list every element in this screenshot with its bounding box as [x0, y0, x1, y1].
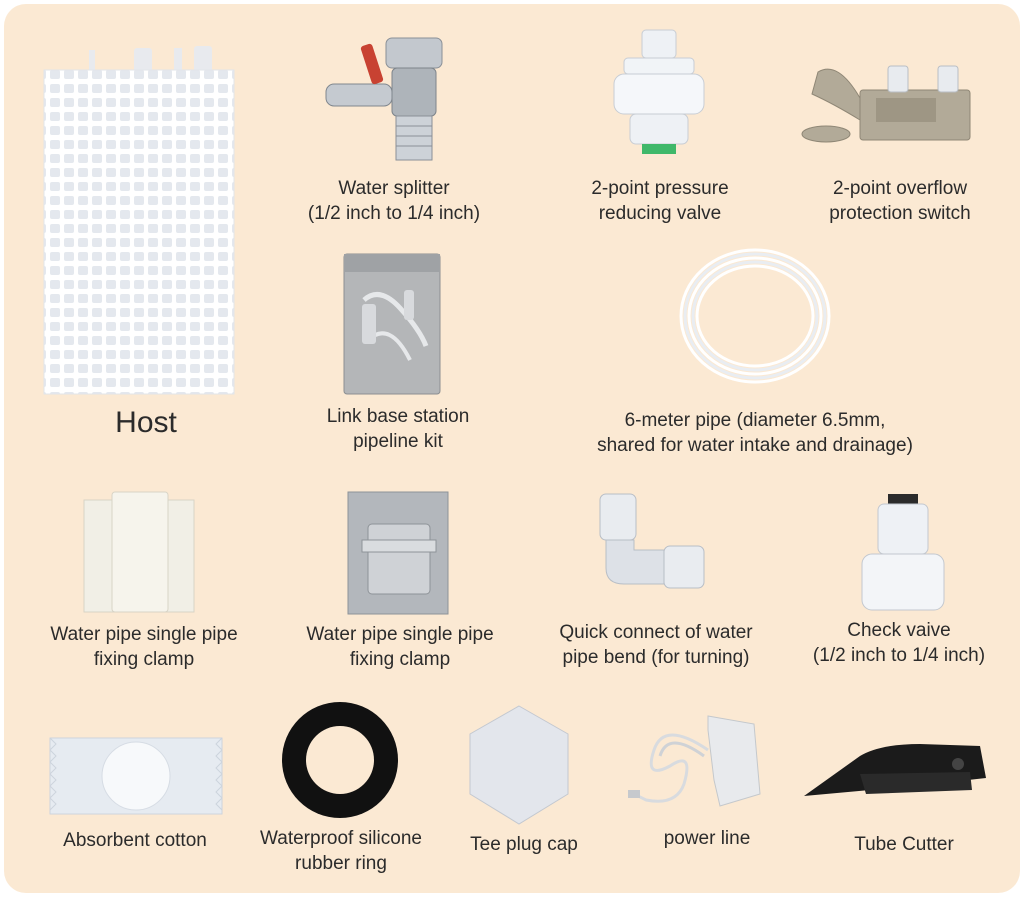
silicone-ring-image	[282, 702, 398, 818]
silicone-ring-label: Waterproof silicone rubber ring	[260, 828, 422, 874]
link-kit-image	[343, 253, 441, 395]
pipe-bend-image	[599, 493, 705, 589]
pipe-bend-label: Quick connect of water pipe bend (for tu…	[559, 622, 753, 668]
clamp-1-image	[83, 491, 195, 613]
check-valve-label: Check vaive (1/2 inch to 1/4 inch)	[812, 620, 986, 666]
absorbent-cotton-image	[49, 737, 223, 815]
pressure-valve-image	[613, 29, 705, 154]
check-valve-image	[861, 494, 945, 611]
accessories-panel: Host Water splitter (1/2 inch to 1/4 inc…	[4, 4, 1020, 893]
water-splitter-image	[325, 37, 443, 161]
water-splitter-label: Water splitter (1/2 inch to 1/4 inch)	[307, 178, 481, 224]
pipe-6m-label: 6-meter pipe (diameter 6.5mm, shared for…	[597, 410, 913, 456]
power-line-label: power line	[663, 828, 751, 849]
overflow-switch-label: 2-point overflow protection switch	[829, 178, 971, 224]
tube-cutter-image	[804, 744, 986, 796]
power-line-image	[628, 715, 761, 807]
clamp-1-label: Water pipe single pipe fixing clamp	[50, 624, 238, 670]
absorbent-cotton-label: Absorbent cotton	[63, 830, 207, 851]
link-kit-label: Link base station pipeline kit	[326, 406, 470, 452]
clamp-2-image	[347, 491, 449, 615]
tube-cutter-label: Tube Cutter	[854, 834, 954, 855]
overflow-switch-image	[801, 65, 971, 143]
tee-plug-cap-label: Tee plug cap	[470, 834, 578, 855]
host-label: Host	[115, 406, 177, 439]
pressure-valve-label: 2-point pressure reducing valve	[591, 178, 729, 224]
host-unit-image	[43, 46, 235, 395]
pipe-coil-image	[679, 248, 831, 384]
tee-plug-cap-image	[469, 705, 569, 825]
clamp-2-label: Water pipe single pipe fixing clamp	[306, 624, 494, 670]
